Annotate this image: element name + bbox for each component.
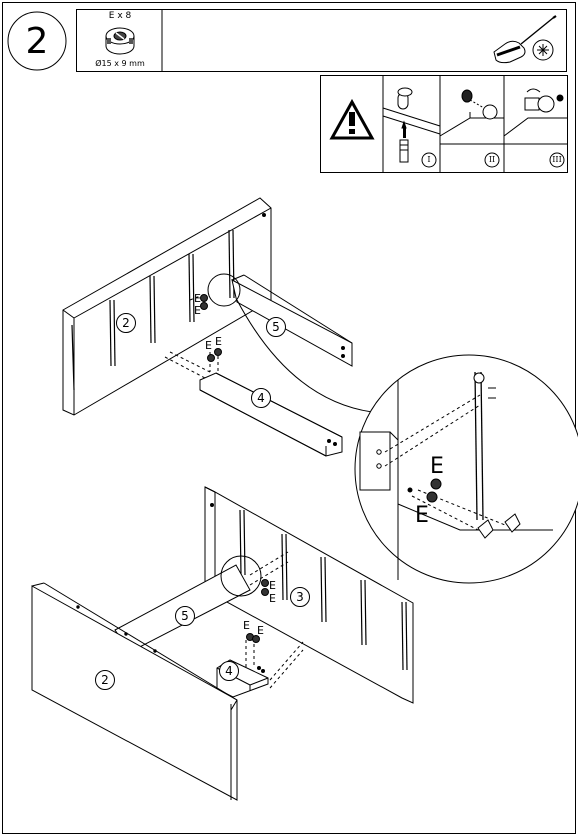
detail-zoom [354,354,578,584]
cam-fitting-icon [105,27,135,55]
substep-3-marker [549,152,565,168]
fitting-label-detail-b: E [415,503,429,528]
substep-2-marker [484,152,500,168]
fitting-label-upper-d: E [215,335,222,348]
part-label-2-lower: 2 [95,670,115,690]
screwdriver-icon [493,15,557,64]
part-label-5-upper: 5 [266,317,286,337]
lower-front-panel-2 [31,582,238,801]
upper-shelf-4 [199,372,343,457]
step-circle [7,11,67,71]
upper-shelf-5 [231,274,353,367]
substep-1-label: I [427,155,431,164]
part-label-2-upper: 2 [116,313,136,333]
fitting-label-upper-a: E [194,292,201,305]
substep-1-marker [421,152,437,168]
fitting-label-upper-c: E [205,339,212,352]
fitting-label-detail-a: E [430,454,444,479]
hardware-size: Ø15 x 9 mm [95,59,145,68]
hardware-quantity: E x 8 [108,11,132,21]
fitting-label-lower-a: E [269,579,276,592]
step-number: 2 [25,20,49,62]
fitting-label-lower-b: E [269,592,276,605]
substep-1-drawing [382,87,441,163]
substep-3-drawing [503,88,567,145]
warning-panel [320,75,568,173]
warning-icon [329,98,375,140]
substep-3-label: III [552,155,562,164]
fitting-label-lower-c: E [243,619,250,632]
upper-detail-circle [207,273,241,307]
part-label-4-upper: 4 [251,388,271,408]
upper-back-panel [62,197,272,416]
header-box [76,9,567,72]
callout-line [236,299,373,413]
fitting-label-upper-b: E [194,304,201,317]
fitting-label-lower-d: E [257,624,264,637]
part-label-3-lower: 3 [290,587,310,607]
substep-2-label: II [488,155,496,164]
part-label-4-lower: 4 [219,661,239,681]
substep-2-drawing [439,89,504,145]
part-label-5-lower: 5 [175,606,195,626]
lower-detail-circle [220,555,262,597]
